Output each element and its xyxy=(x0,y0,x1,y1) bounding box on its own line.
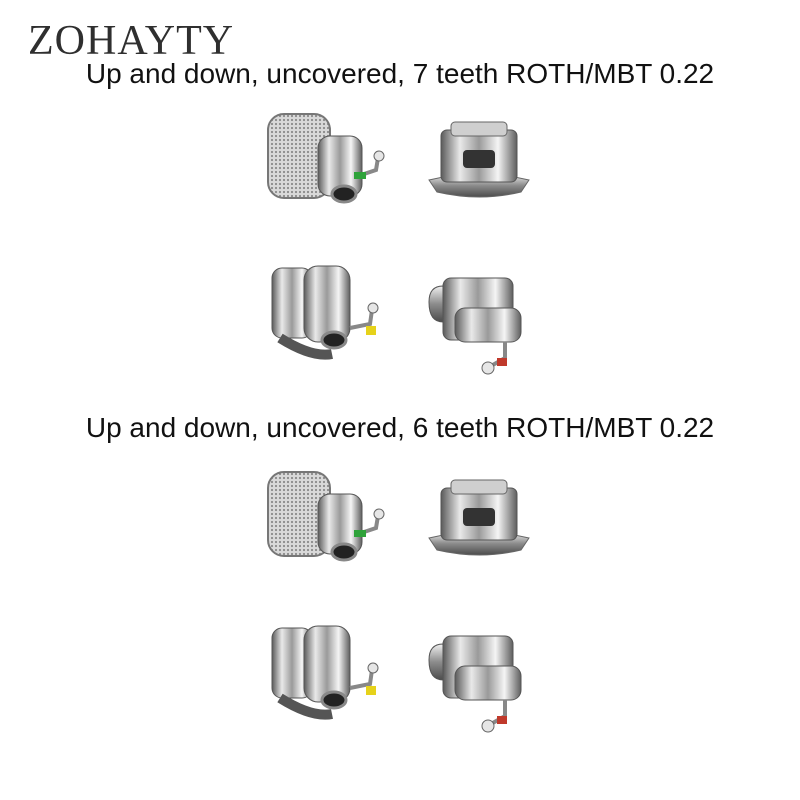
caption-6-teeth: Up and down, uncovered, 6 teeth ROTH/MBT… xyxy=(85,412,715,443)
buccal-tube-side-icon xyxy=(262,258,392,368)
buccal-tube-mesh-icon xyxy=(262,110,392,210)
buccal-tube-hook-icon xyxy=(425,630,535,742)
buccal-tube-hook-icon xyxy=(425,272,535,384)
buccal-tube-mesh-icon xyxy=(262,468,392,568)
buccal-tube-front-icon xyxy=(425,476,535,561)
caption-7-teeth: Up and down, uncovered, 7 teeth ROTH/MBT… xyxy=(85,58,715,89)
buccal-tube-front-icon xyxy=(425,118,535,203)
buccal-tube-side-icon xyxy=(262,618,392,728)
brand-logo: ZOHAYTY xyxy=(28,18,235,64)
